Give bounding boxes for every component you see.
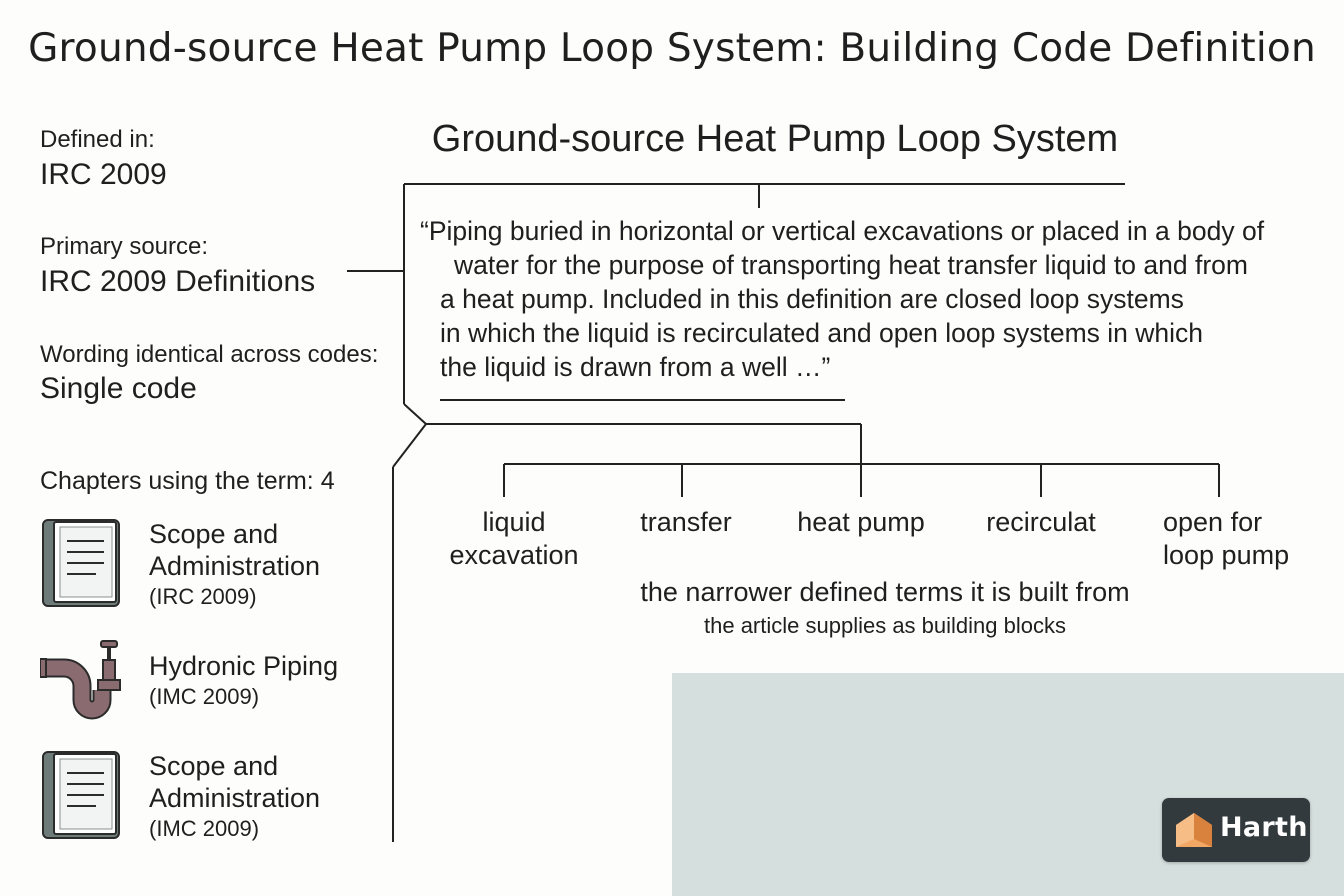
chapter-title-line1: Scope and [149, 519, 279, 549]
chapter-code: (IRC 2009) [149, 584, 257, 609]
term-line2: excavation [449, 540, 579, 570]
chapter-code: (IMC 2009) [149, 816, 260, 841]
term-line1: transfer [640, 507, 732, 537]
definition-line: a heat pump. Included in this definition… [440, 284, 1184, 314]
brand-badge[interactable]: Harth [1162, 798, 1310, 862]
chapter-title-line1: Scope and [149, 751, 279, 781]
chapter-item[interactable]: Hydronic Piping (IMC 2009) [40, 638, 380, 724]
defined-in-label: Defined in: [40, 126, 155, 153]
chapter-title-line2: Administration [149, 783, 321, 813]
definition-line: “Piping buried in horizontal or vertical… [420, 216, 1265, 246]
building-block-term[interactable]: transfer [606, 506, 766, 539]
primary-source-value: IRC 2009 Definitions [40, 265, 316, 298]
chapter-item[interactable]: Scope and Administration (IRC 2009) [40, 518, 380, 618]
chapters-count: 4 [320, 467, 335, 495]
building-block-term[interactable]: recirculat [961, 506, 1121, 539]
building-block-term[interactable]: open for loop pump [1150, 506, 1323, 572]
definition-line: in which the liquid is recirculated and … [440, 318, 1204, 348]
definition-line: water for the purpose of transporting he… [454, 250, 1248, 280]
chapters-heading-label: Chapters using the term: [40, 467, 314, 495]
pipe-valve-icon [40, 640, 121, 720]
term-title: Ground-source Heat Pump Loop System [431, 118, 1119, 160]
term-line1: heat pump [797, 507, 925, 537]
wording-label: Wording identical across codes: [40, 341, 379, 368]
term-line1: recirculat [986, 507, 1096, 537]
brand-name: Harth [1220, 812, 1308, 843]
page-title: Ground-source Heat Pump Loop System: Bui… [28, 26, 1316, 71]
building-block-term[interactable]: liquid excavation [434, 506, 594, 572]
building-block-term[interactable]: heat pump [781, 506, 941, 539]
definition-line: the liquid is drawn from a well …” [440, 352, 831, 382]
term-line1: liquid [482, 507, 546, 537]
building-blocks-subcaption: the article supplies as building blocks [704, 613, 1066, 638]
chapter-code: (IMC 2009) [149, 684, 260, 709]
house-logo-icon [1176, 813, 1212, 847]
chapter-title-line2: Administration [149, 551, 321, 581]
term-line1: open for [1163, 507, 1263, 537]
book-icon [42, 519, 120, 607]
chapters-heading: Chapters using the term: 4 [40, 467, 335, 496]
shaded-panel [672, 673, 1344, 896]
definition-quote: “Piping buried in horizontal or vertical… [406, 214, 1326, 384]
chapter-item[interactable]: Scope and Administration (IMC 2009) [40, 750, 380, 850]
chapter-title-line1: Hydronic Piping [149, 651, 339, 681]
book-icon [42, 751, 120, 839]
primary-source-label: Primary source: [40, 233, 209, 260]
wording-value: Single code [40, 372, 197, 405]
defined-in-value: IRC 2009 [40, 158, 167, 191]
building-blocks-caption: the narrower defined terms it is built f… [640, 577, 1130, 607]
term-line2: loop pump [1163, 540, 1290, 570]
